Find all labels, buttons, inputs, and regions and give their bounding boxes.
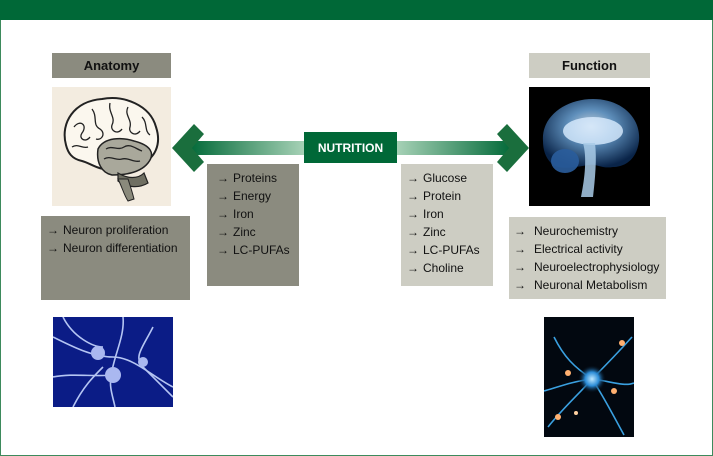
list-item: →LC-PUFAs [407,243,480,257]
list-item: →Neuronal Metabolism [514,278,648,292]
list-item: →Glucose [407,171,468,185]
arrow-head-left [172,124,204,172]
arrow-right-icon: → [407,189,419,203]
arrow-right-icon: → [217,171,229,185]
brain-illustration-icon [52,87,171,206]
list-item: →Electrical activity [514,242,623,256]
arrow-shaft-left [188,141,306,155]
arrow-shaft-right [395,141,513,155]
function-nutrients-box: →Glucose →Protein →Iron →Zinc →LC-PUFAs … [401,164,493,286]
list-item: →Neuroelectrophysiology [514,260,660,274]
header-bar [0,0,713,20]
list-item: →LC-PUFAs [217,243,290,257]
arrow-right-icon: → [407,171,419,185]
arrow-right-icon: → [514,224,526,238]
arrow-head-right [497,124,529,172]
list-item: →Proteins [217,171,278,185]
arrow-right-icon: → [47,223,59,237]
list-item: →Iron [217,207,254,221]
arrow-right-icon: → [217,243,229,257]
function-outcomes-box: →Neurochemistry →Electrical activity →Ne… [509,217,666,299]
list-item: →Zinc [407,225,446,239]
arrow-right-icon: → [407,207,419,221]
list-item: →Neuron differentiation [47,241,178,255]
arrow-right-icon: → [217,225,229,239]
anatomy-outcomes-box: →Neuron proliferation →Neuron differenti… [41,216,190,300]
arrow-right-icon: → [514,242,526,256]
firing-neuron-icon [544,317,634,437]
arrow-right-icon: → [47,241,59,255]
list-item: →Iron [407,207,444,221]
arrow-right-icon: → [407,243,419,257]
list-item: →Neurochemistry [514,224,619,238]
list-item: →Energy [217,189,272,203]
arrow-right-icon: → [514,278,526,292]
function-title: Function [529,53,650,78]
arrow-right-icon: → [217,189,229,203]
arrow-right-icon: → [407,225,419,239]
list-item: →Zinc [217,225,256,239]
list-item: →Choline [407,261,464,275]
glowing-brain-icon [529,87,650,206]
list-item: →Neuron proliferation [47,223,169,237]
anatomy-title: Anatomy [52,53,171,78]
arrow-right-icon: → [407,261,419,275]
arrow-right-icon: → [217,207,229,221]
list-item: →Protein [407,189,462,203]
nutrition-label: NUTRITION [304,132,397,163]
anatomy-nutrients-box: →Proteins →Energy →Iron →Zinc →LC-PUFAs [207,164,299,286]
neuron-network-icon [53,317,173,407]
arrow-right-icon: → [514,260,526,274]
